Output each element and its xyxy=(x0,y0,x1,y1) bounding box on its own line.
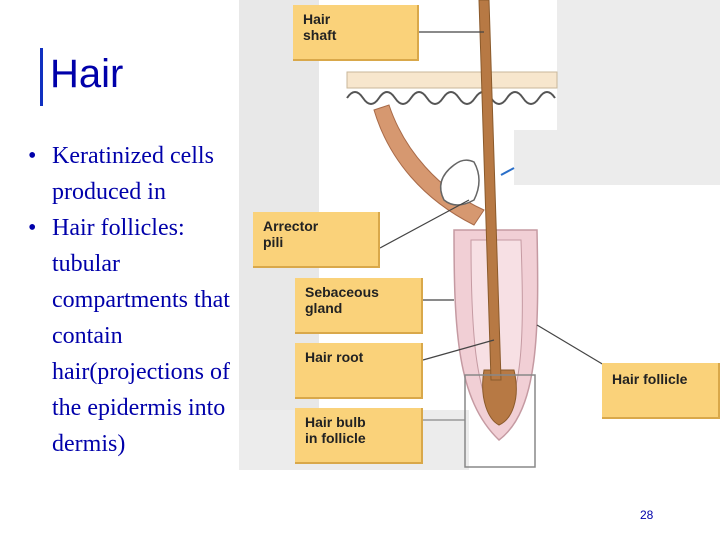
label-hair-follicle: Hair follicle xyxy=(602,363,720,419)
label-sebaceous-gland: Sebaceous gland xyxy=(295,278,423,334)
figure-mid-right-shade xyxy=(514,130,720,185)
figure-upper-right-shade xyxy=(557,0,720,130)
label-hair-shaft: Hair shaft xyxy=(293,5,419,61)
hair-follicle-diagram: Hair shaft Arrector pili Sebaceous gland… xyxy=(239,0,720,470)
bullet-marker: • xyxy=(28,210,36,246)
epidermis-surface xyxy=(347,72,557,88)
bullet-list: • Keratinized cells produced in • Hair fol… xyxy=(28,138,258,462)
label-arrector-pili: Arrector pili xyxy=(253,212,380,268)
bullet-item: • Hair follicles: tubular compartments th… xyxy=(28,210,258,462)
bullet-text: Keratinized cells produced in xyxy=(52,143,214,205)
bullet-marker: • xyxy=(28,138,36,174)
slide-title: Hair xyxy=(50,52,123,97)
title-accent-bar xyxy=(40,48,43,106)
page-number: 28 xyxy=(640,508,653,522)
label-hair-root: Hair root xyxy=(295,343,423,399)
bullet-text: Hair follicles: tubular compartments tha… xyxy=(52,215,230,457)
bullet-item: • Keratinized cells produced in xyxy=(28,138,258,210)
label-hair-bulb: Hair bulb in follicle xyxy=(295,408,423,464)
